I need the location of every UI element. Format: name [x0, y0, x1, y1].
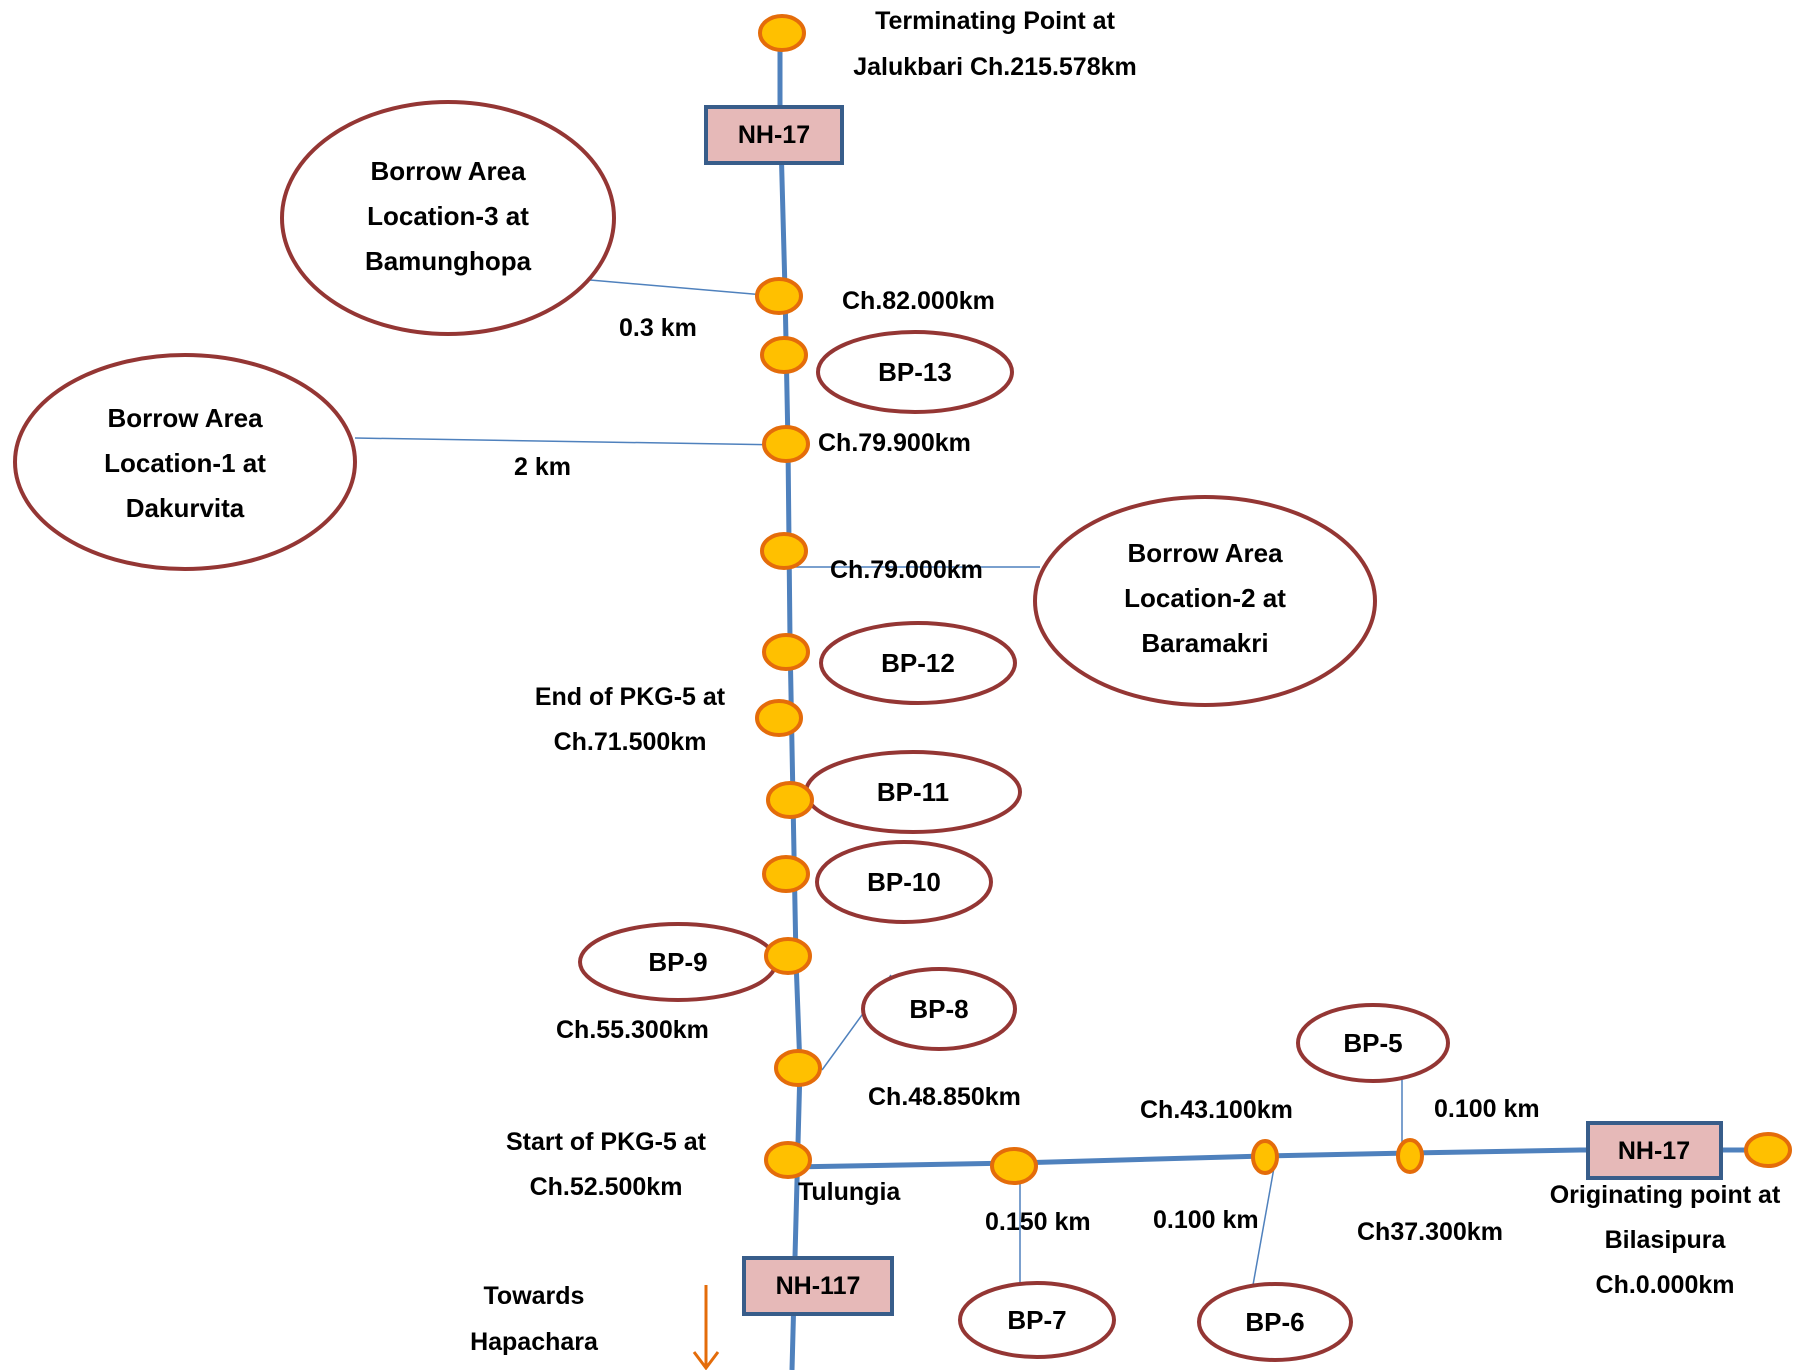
borrow-pit-bp12: BP-12: [819, 621, 1017, 705]
node-ch48-85: [774, 1049, 822, 1087]
loc2-line2: Location-2 at: [1124, 583, 1286, 613]
chainage-37-3: Ch37.300km: [1357, 1218, 1503, 1246]
bp12-label: BP-12: [881, 648, 955, 678]
node-bp10: [762, 855, 810, 893]
nh17-right-box: NH-17: [1586, 1121, 1723, 1180]
distance-0-1-mid: 0.100 km: [1153, 1206, 1259, 1234]
originating-line1: Originating point at: [1550, 1181, 1781, 1209]
nh17-top-box: NH-17: [704, 105, 844, 165]
tulungia-label: Tulungia: [798, 1178, 901, 1206]
bp7-label: BP-7: [1007, 1305, 1066, 1335]
originating-line3: Ch.0.000km: [1596, 1271, 1735, 1299]
nh117-label: NH-117: [776, 1272, 861, 1300]
borrow-pit-bp5: BP-5: [1296, 1003, 1450, 1083]
bp6-label: BP-6: [1245, 1307, 1304, 1337]
borrow-area-location-2: Borrow Area Location-2 at Baramakri: [1033, 495, 1377, 707]
loc3-line1: Borrow Area: [370, 156, 526, 186]
loc2-line3: Baramakri: [1141, 628, 1268, 658]
towards-line1: Towards: [484, 1282, 585, 1310]
connector-loc3: [589, 279, 777, 297]
node-originating: [1744, 1132, 1792, 1168]
node-bp12: [762, 633, 810, 671]
borrow-pit-bp6: BP-6: [1197, 1282, 1353, 1362]
borrow-area-location-3: Borrow Area Location-3 at Bamunghopa: [280, 100, 616, 336]
connector-loc1: [354, 437, 786, 446]
chainage-79-9: Ch.79.900km: [818, 429, 971, 457]
node-ch55-3: [764, 937, 812, 975]
distance-0-3: 0.3 km: [619, 314, 697, 342]
node-bp13: [760, 336, 808, 374]
borrow-pit-bp10: BP-10: [815, 840, 993, 924]
nh17-top-label: NH-17: [738, 121, 810, 149]
node-bp11: [766, 781, 814, 819]
loc2-line1: Borrow Area: [1127, 538, 1283, 568]
distance-2: 2 km: [514, 453, 571, 481]
node-terminating: [758, 14, 806, 52]
nh117-box: NH-117: [742, 1256, 894, 1316]
originating-line2: Bilasipura: [1605, 1226, 1727, 1254]
distance-0-15: 0.150 km: [985, 1208, 1091, 1236]
nh17-right-label: NH-17: [1618, 1137, 1690, 1165]
node-bp7: [990, 1147, 1038, 1185]
node-ch79-9: [762, 425, 810, 463]
loc1-line3: Dakurvita: [126, 493, 245, 523]
node-ch43-1: [1251, 1139, 1279, 1175]
bp5-label: BP-5: [1343, 1028, 1402, 1058]
node-ch82: [755, 277, 803, 315]
loc1-line2: Location-1 at: [104, 448, 266, 478]
connector-bp6: [1252, 1161, 1276, 1286]
terminating-line1: Terminating Point at: [875, 7, 1115, 35]
chainage-79: Ch.79.000km: [830, 556, 983, 584]
borrow-pit-bp13: BP-13: [816, 330, 1014, 414]
node-start-pkg5: [764, 1141, 812, 1179]
arrow-down-icon: [692, 1285, 720, 1370]
terminating-line2: Jalukbari Ch.215.578km: [853, 53, 1137, 81]
bp11-label: BP-11: [877, 777, 949, 807]
end-pkg5-line2: Ch.71.500km: [554, 728, 707, 756]
borrow-pit-bp11: BP-11: [804, 750, 1022, 834]
chainage-43-1: Ch.43.100km: [1140, 1096, 1293, 1124]
borrow-area-location-1: Borrow Area Location-1 at Dakurvita: [13, 353, 357, 571]
bp8-label: BP-8: [909, 994, 968, 1024]
bp10-label: BP-10: [867, 867, 941, 897]
bp13-label: BP-13: [878, 357, 952, 387]
node-ch37-3: [1396, 1138, 1424, 1174]
borrow-pit-bp8: BP-8: [861, 967, 1017, 1051]
borrow-pit-bp7: BP-7: [958, 1281, 1116, 1359]
towards-line2: Hapachara: [470, 1328, 599, 1356]
chainage-48-85: Ch.48.850km: [868, 1083, 1021, 1111]
end-pkg5-line1: End of PKG-5 at: [535, 683, 726, 711]
node-ch79: [760, 532, 808, 570]
node-end-pkg5: [755, 699, 803, 737]
borrow-pit-bp9: BP-9: [578, 922, 778, 1002]
chainage-82: Ch.82.000km: [842, 287, 995, 315]
loc1-line1: Borrow Area: [107, 403, 263, 433]
start-pkg5-line2: Ch.52.500km: [530, 1173, 683, 1201]
loc3-line2: Location-3 at: [367, 201, 529, 231]
bp9-label: BP-9: [648, 947, 707, 977]
start-pkg5-line1: Start of PKG-5 at: [506, 1128, 707, 1156]
distance-0-1-right: 0.100 km: [1434, 1095, 1540, 1123]
loc3-line3: Bamunghopa: [365, 246, 532, 276]
chainage-55-3: Ch.55.300km: [556, 1016, 709, 1044]
